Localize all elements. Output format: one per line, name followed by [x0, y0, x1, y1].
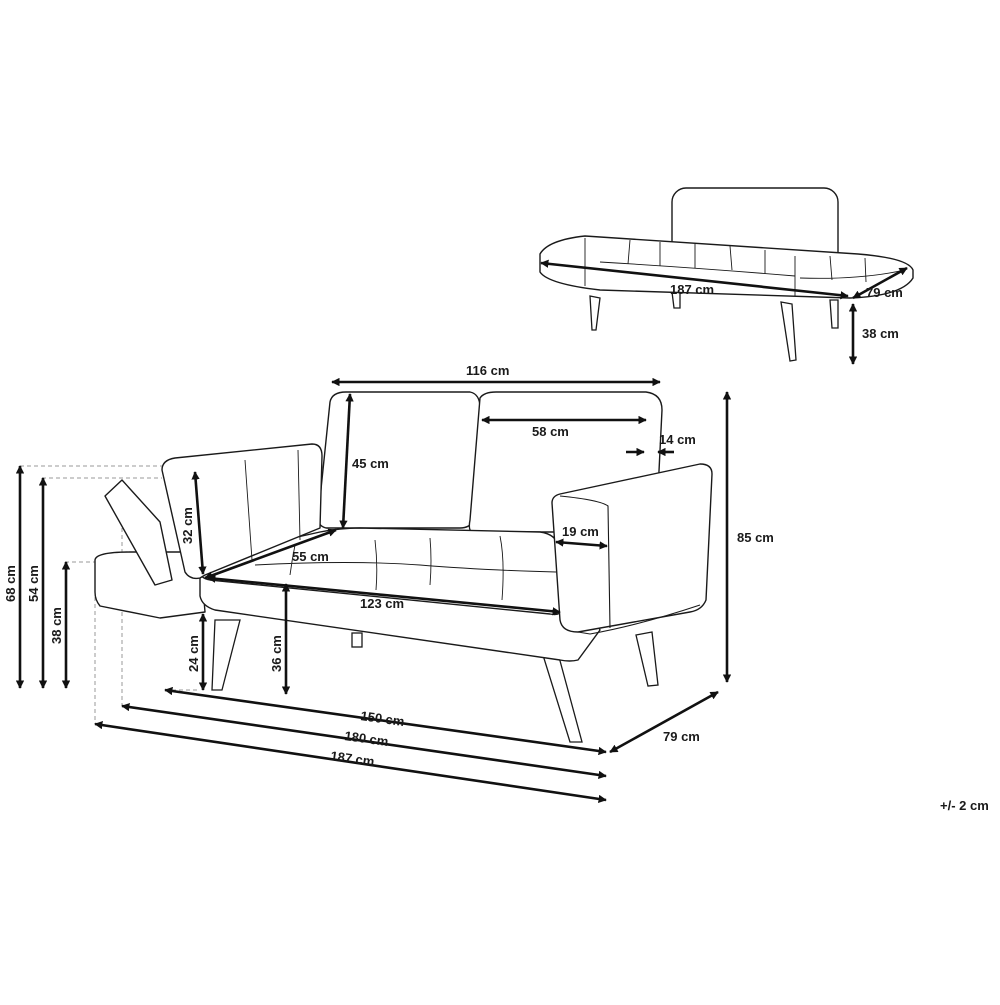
- dim-bed-depth-line: [852, 266, 908, 300]
- label-depth: 79 cm: [663, 729, 700, 744]
- label-seat-depth: 55 cm: [292, 549, 329, 564]
- reclined-arm-guides: [20, 465, 200, 724]
- dimension-lines: [15, 377, 732, 804]
- sofa-leg-back-left: [351, 632, 363, 648]
- label-back-width: 116 cm: [466, 363, 509, 378]
- left-arm-flat: [94, 551, 206, 619]
- label-cushion-width: 58 cm: [532, 424, 569, 439]
- sofa-leg-back-right: [635, 631, 659, 687]
- bed-mattress: [539, 235, 914, 299]
- bed-leg-front-right: [780, 301, 797, 362]
- dim-arm-width-line: [555, 538, 608, 550]
- right-armrest: [551, 463, 713, 633]
- left-arm-raised: [104, 479, 173, 586]
- bed-leg-front-left: [589, 295, 601, 331]
- sofa-illustration: [20, 391, 713, 743]
- label-arm-width: 19 cm: [562, 524, 599, 539]
- dim-depth-line: [609, 690, 719, 754]
- sofa-leg-front-left: [211, 619, 241, 691]
- label-bed-length: 187 cm: [670, 282, 714, 297]
- dim-seat-depth-line: [204, 528, 337, 580]
- bed-leg-back-right: [829, 299, 839, 329]
- dim-seat-width-line: [207, 574, 561, 616]
- flat-bed-illustration: 187 cm 79 cm 38 cm: [539, 187, 914, 365]
- label-h68: 68 cm: [3, 565, 18, 602]
- label-h54: 54 cm: [26, 565, 41, 602]
- dimension-labels: 116 cm 58 cm 14 cm 45 cm 85 cm 32 cm 55 …: [3, 363, 989, 813]
- label-w187: 187 cm: [330, 748, 376, 769]
- label-gap: 14 cm: [659, 432, 696, 447]
- dim-back-height-line: [339, 393, 354, 529]
- label-seat-height: 36 cm: [269, 635, 284, 672]
- dim-187-line: [94, 720, 607, 804]
- label-leg-height: 24 cm: [186, 635, 201, 672]
- dim-bed-length-line: [540, 259, 849, 300]
- label-total-height: 85 cm: [737, 530, 774, 545]
- label-back-height: 45 cm: [352, 456, 389, 471]
- label-h38: 38 cm: [49, 607, 64, 644]
- back-cushion-left: [317, 391, 481, 529]
- label-w150: 150 cm: [360, 708, 406, 729]
- label-tolerance: +/- 2 cm: [940, 798, 989, 813]
- label-seat-width: 123 cm: [360, 596, 404, 611]
- dim-arm-height-line: [191, 471, 207, 575]
- label-arm-height: 32 cm: [180, 507, 195, 544]
- label-bed-depth: 79 cm: [866, 285, 903, 300]
- label-w180: 180 cm: [344, 728, 390, 749]
- label-bed-height: 38 cm: [862, 326, 899, 341]
